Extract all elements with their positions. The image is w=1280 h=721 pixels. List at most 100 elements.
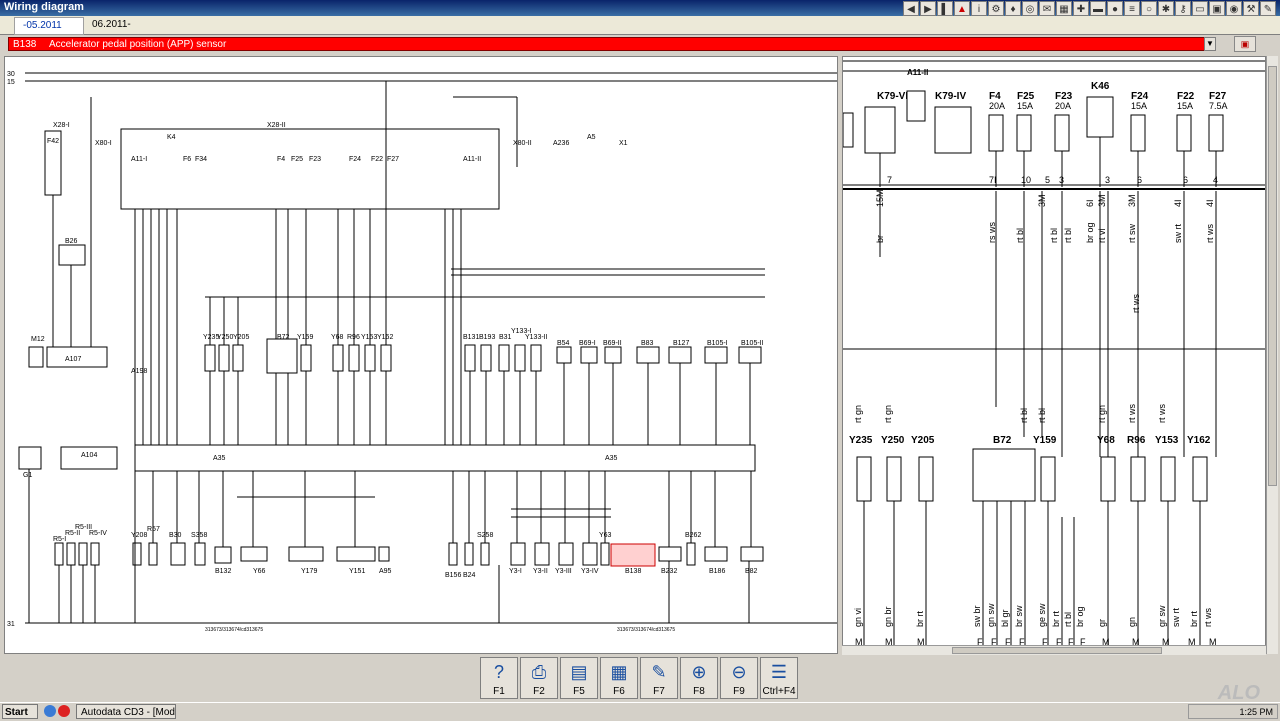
date-tab-to[interactable]: 06.2011- (92, 19, 131, 30)
svg-text:20A: 20A (989, 101, 1005, 111)
svg-text:15: 15 (7, 79, 15, 86)
svg-text:gr sw: gr sw (1157, 605, 1167, 627)
components-icon[interactable]: ▣ (1209, 1, 1225, 16)
svg-text:F: F (991, 637, 997, 647)
warning-icon[interactable]: ▲ (954, 1, 970, 16)
svg-text:B138: B138 (625, 568, 641, 575)
f7-tools-button[interactable]: ✎ F7 (640, 657, 678, 699)
svg-text:Y159: Y159 (297, 334, 313, 341)
opera-icon[interactable] (58, 705, 70, 717)
svg-text:B186: B186 (709, 568, 725, 575)
battery-icon[interactable]: ▬ (1090, 1, 1106, 16)
diagnostics-icon[interactable]: ● (1107, 1, 1123, 16)
key-icon[interactable]: ⚷ (1175, 1, 1191, 16)
vertical-scroll-thumb[interactable] (1268, 66, 1277, 486)
svg-text:M: M (885, 637, 893, 647)
svg-text:B24: B24 (463, 572, 476, 579)
svg-text:M: M (1188, 637, 1196, 647)
svg-text:S258: S258 (477, 532, 493, 539)
forward-icon[interactable]: ▶ (920, 1, 936, 16)
printer-setup-icon: ⎙ (531, 662, 547, 682)
locate-component-icon[interactable]: ▣ (1234, 36, 1256, 52)
exit-icon[interactable]: ▌ (937, 1, 953, 16)
svg-text:rt ws: rt ws (1127, 404, 1137, 423)
taskbar-item-autodata[interactable]: Autodata CD3 - [Mod... (76, 704, 176, 719)
svg-text:B26: B26 (65, 238, 78, 245)
oil-icon[interactable]: ♦ (1005, 1, 1021, 16)
f1-help-button[interactable]: ? F1 (480, 657, 518, 699)
svg-text:rt sw: rt sw (1127, 224, 1137, 243)
svg-text:F22: F22 (371, 156, 383, 163)
svg-text:rt bl: rt bl (1049, 228, 1059, 243)
svg-text:4I: 4I (1205, 199, 1215, 207)
svg-text:15A: 15A (1017, 101, 1033, 111)
svg-text:F6: F6 (183, 156, 191, 163)
horizontal-scroll-thumb[interactable] (952, 647, 1162, 654)
svg-text:B105-II: B105-II (741, 340, 764, 347)
svg-text:20A: 20A (1055, 101, 1071, 111)
svg-text:rt ws: rt ws (1203, 608, 1213, 627)
svg-text:A11-II: A11-II (907, 68, 928, 77)
fuse-icon[interactable]: ▭ (1192, 1, 1208, 16)
timing-icon[interactable]: ◉ (1226, 1, 1242, 16)
f2-printer-setup-button[interactable]: ⎙ F2 (520, 657, 558, 699)
svg-text:M: M (1102, 637, 1110, 647)
svg-text:rt gn: rt gn (853, 405, 863, 423)
f6-component-list-button[interactable]: ▦ F6 (600, 657, 638, 699)
svg-text:K4: K4 (167, 134, 176, 141)
wiring-diagram-detail[interactable]: K79-VI A11-II K79-IV F4 F25 F23 K46 F24 … (842, 56, 1266, 654)
svg-text:B82: B82 (745, 568, 758, 575)
component-selector[interactable]: B138 Accelerator pedal position (APP) se… (8, 37, 1210, 51)
f9-zoom-out-button[interactable]: ⊖ F9 (720, 657, 758, 699)
wiring-icon[interactable]: ≡ (1124, 1, 1140, 16)
svg-text:Y153: Y153 (1155, 435, 1179, 446)
f8-zoom-in-button[interactable]: ⊕ F8 (680, 657, 718, 699)
info-icon[interactable]: i (971, 1, 987, 16)
engine-icon[interactable]: ⚙ (988, 1, 1004, 16)
svg-text:15A: 15A (1131, 101, 1147, 111)
component-code: B138 (13, 39, 37, 50)
svg-text:X80-II: X80-II (513, 140, 532, 147)
calendar-icon[interactable]: ▦ (1056, 1, 1072, 16)
date-tab-from[interactable]: -05.2011 (14, 17, 84, 35)
wiring-diagram-overview[interactable]: 30 15 31 X28-I X80-I X28-II X80-II A236 … (4, 56, 838, 654)
svg-text:gn sw: gn sw (986, 603, 996, 627)
svg-text:Y133-I: Y133-I (511, 328, 532, 335)
svg-text:K79-VI: K79-VI (877, 91, 908, 102)
svg-text:F24: F24 (349, 156, 361, 163)
svg-text:rs ws: rs ws (987, 222, 997, 243)
wheel-icon[interactable]: ◎ (1022, 1, 1038, 16)
svg-text:M: M (1162, 637, 1170, 647)
chevron-down-icon[interactable]: ▼ (1204, 37, 1216, 51)
svg-text:Y208: Y208 (131, 532, 147, 539)
svg-text:br sw: br sw (1014, 605, 1024, 627)
title-bar: Wiring diagram ◀ ▶ ▌ ▲ i ⚙ ♦ ◎ ✉ ▦ ✚ ▬ ●… (0, 0, 1280, 16)
svg-text:Y250: Y250 (217, 334, 233, 341)
svg-text:br rt: br rt (1189, 611, 1199, 628)
repair-icon[interactable]: ✚ (1073, 1, 1089, 16)
svg-text:B31: B31 (499, 334, 512, 341)
svg-text:Y68: Y68 (1097, 435, 1115, 446)
start-button[interactable]: Start (2, 704, 38, 719)
help-icon: ? (493, 662, 504, 682)
aircon-icon[interactable]: ✱ (1158, 1, 1174, 16)
vertical-scrollbar[interactable] (1266, 56, 1278, 654)
svg-text:Y68: Y68 (331, 334, 344, 341)
browser-icon[interactable] (44, 705, 56, 717)
svg-text:rt bl: rt bl (1063, 612, 1073, 627)
horizontal-scrollbar[interactable] (842, 645, 1266, 655)
ctrl-f4-close-button[interactable]: ☰ Ctrl+F4 (760, 657, 798, 699)
f5-print-button[interactable]: ▤ F5 (560, 657, 598, 699)
svg-text:F34: F34 (195, 156, 207, 163)
back-icon[interactable]: ◀ (903, 1, 919, 16)
service-icon[interactable]: ✉ (1039, 1, 1055, 16)
svg-text:rt gn: rt gn (1097, 405, 1107, 423)
svg-text:7I: 7I (989, 175, 997, 185)
notes-icon[interactable]: ✎ (1260, 1, 1276, 16)
airbag-icon[interactable]: ○ (1141, 1, 1157, 16)
svg-text:A198: A198 (131, 368, 147, 375)
overview-svg: 30 15 31 X28-I X80-I X28-II X80-II A236 … (7, 71, 837, 633)
svg-text:B69-I: B69-I (579, 340, 596, 347)
svg-text:F: F (1068, 637, 1074, 647)
settings-icon[interactable]: ⚒ (1243, 1, 1259, 16)
